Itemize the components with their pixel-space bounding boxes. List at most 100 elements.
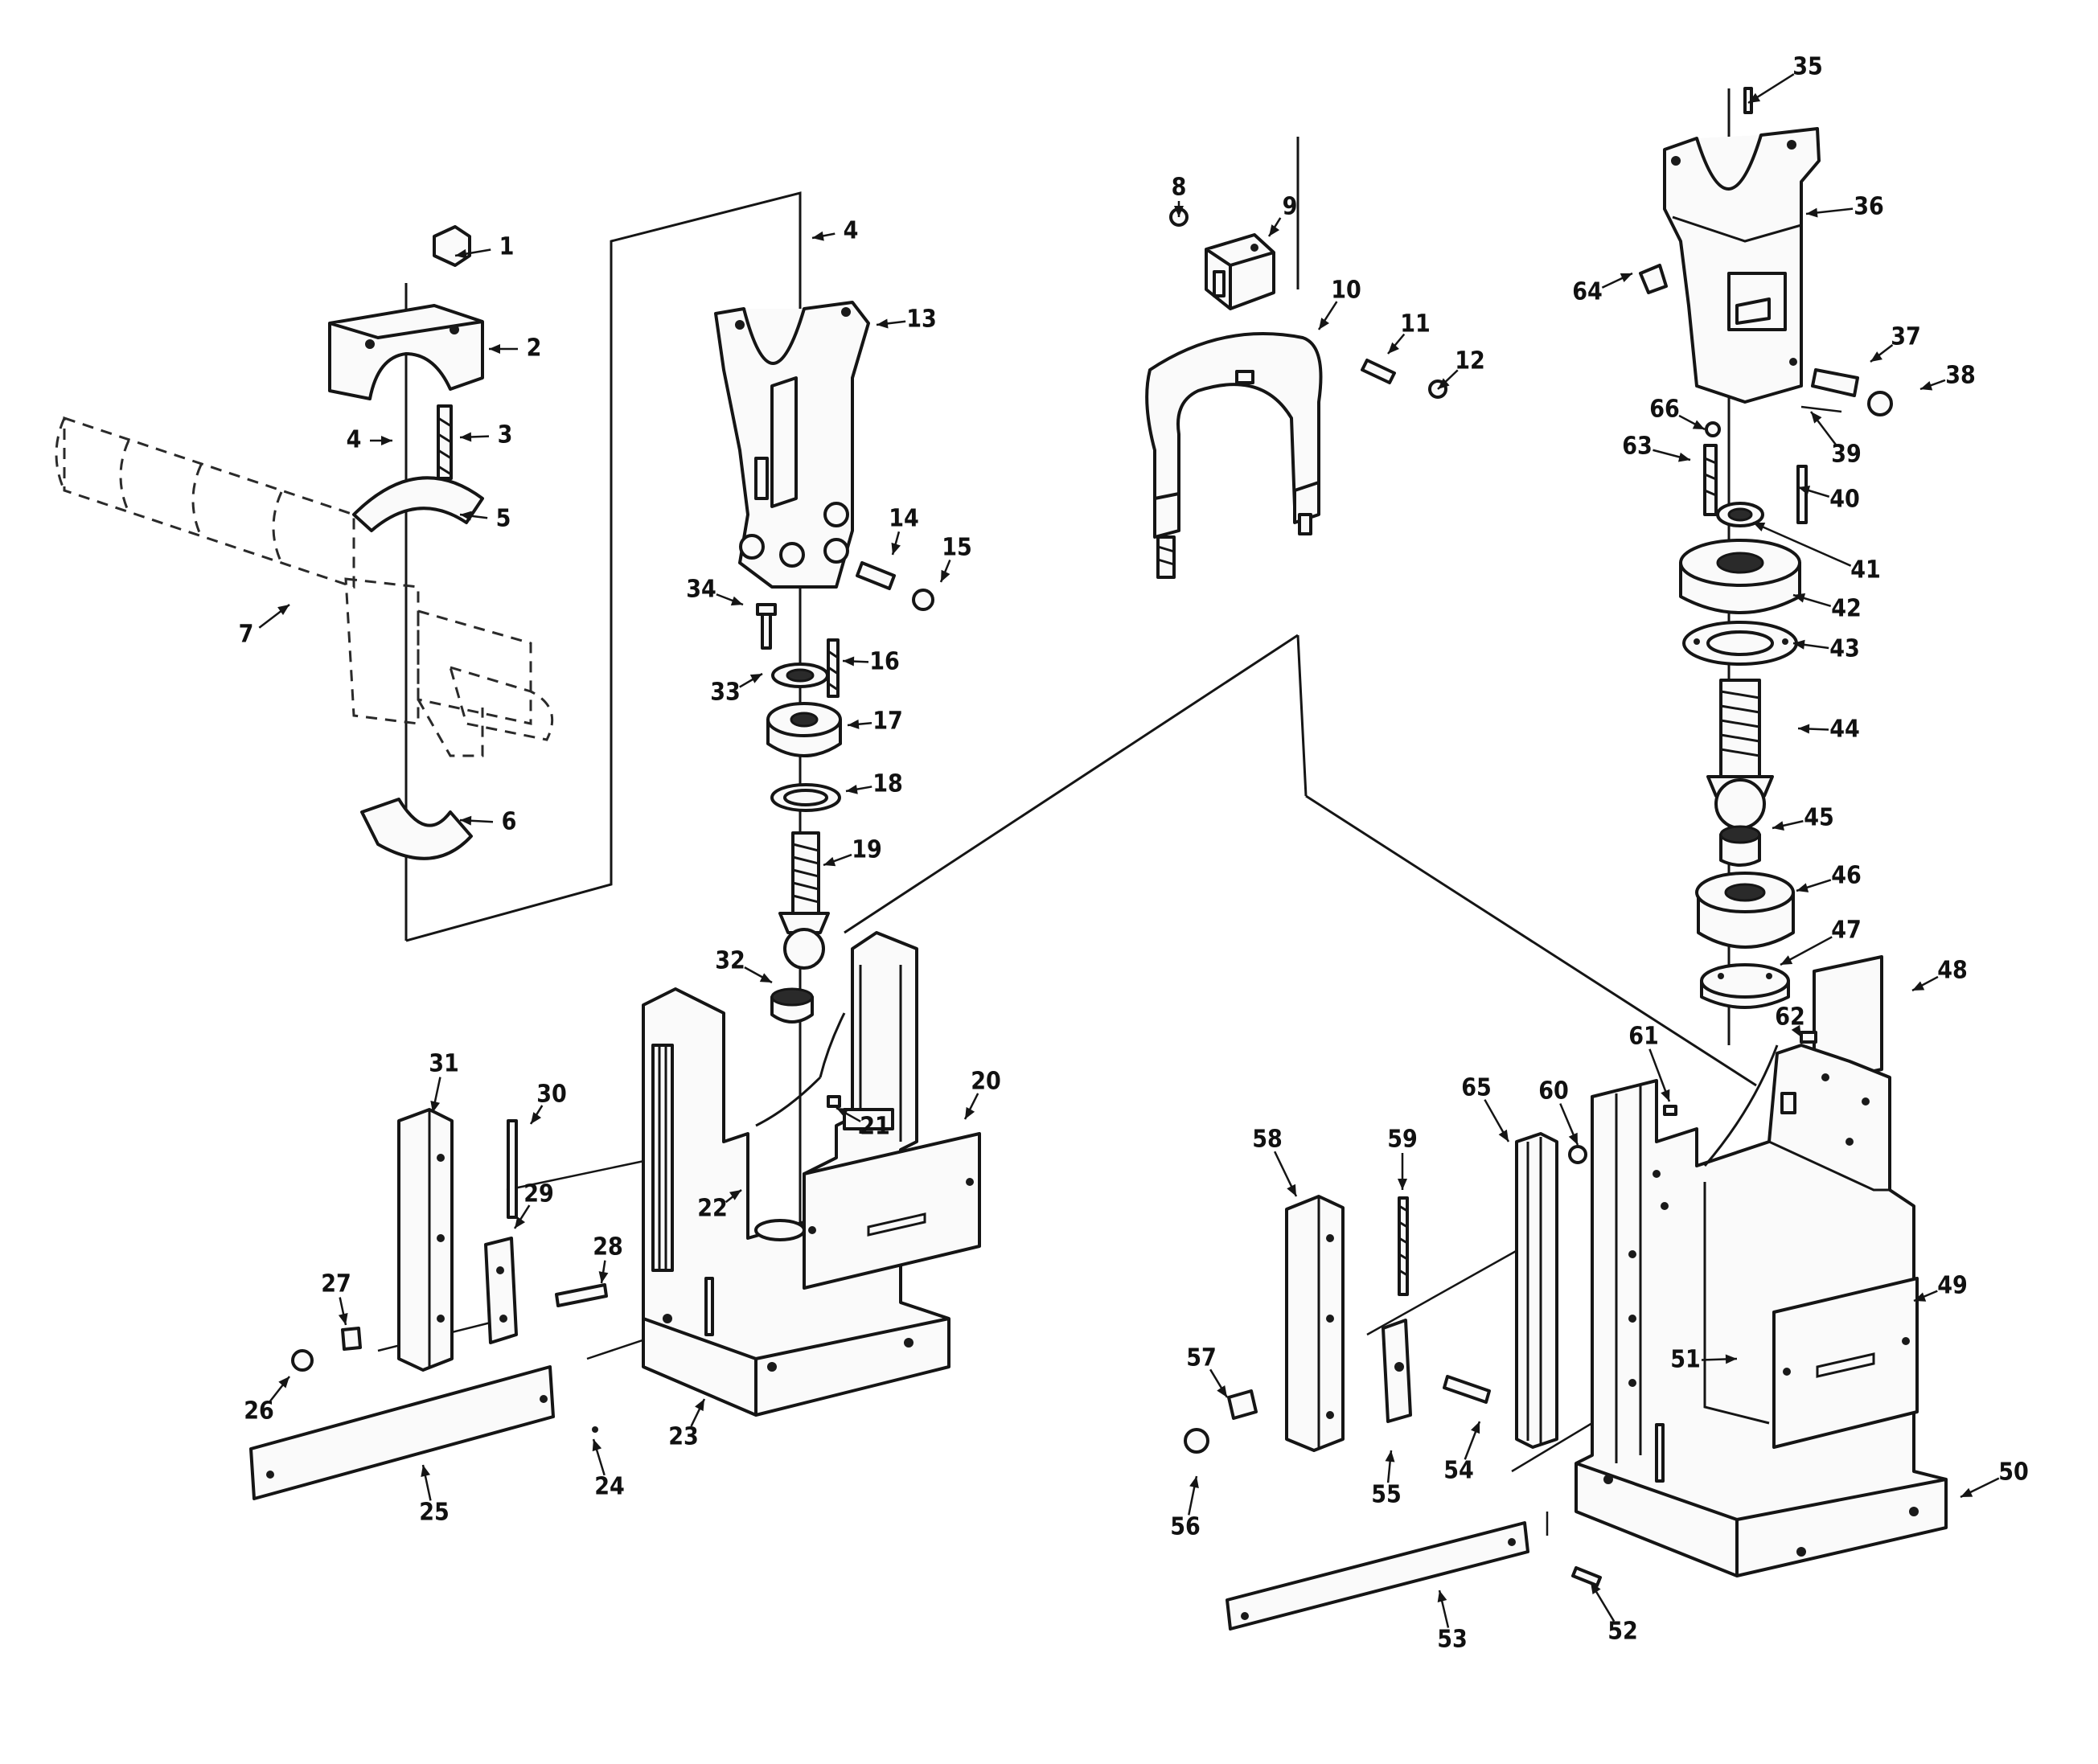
arrowhead-15	[941, 569, 950, 582]
arrowhead-62	[1791, 1024, 1801, 1037]
arrowhead-21	[836, 1108, 849, 1118]
arrowhead-16	[843, 656, 855, 667]
arrowhead-60	[1568, 1132, 1578, 1145]
callout-55: 55	[1371, 1481, 1402, 1509]
arrowhead-43	[1793, 639, 1805, 650]
arrowhead-28	[598, 1271, 609, 1283]
callout-9: 9	[1283, 193, 1298, 221]
arrowhead-51	[1725, 1354, 1737, 1364]
callout-40: 40	[1829, 486, 1860, 514]
callout-19: 19	[852, 836, 882, 864]
arrowhead-59	[1398, 1179, 1407, 1190]
callout-22: 22	[697, 1195, 728, 1223]
callout-7: 7	[239, 621, 254, 649]
callout-11: 11	[1400, 310, 1431, 338]
arrowhead-52	[1591, 1582, 1601, 1595]
plate-48	[1800, 955, 1883, 1085]
callout-64: 64	[1572, 278, 1603, 306]
arrowhead-40	[1798, 485, 1811, 495]
arrowhead-22	[729, 1190, 741, 1200]
piston-assembly-right	[1679, 502, 1801, 1009]
arrowhead-14	[891, 542, 901, 555]
arrowhead-65	[1498, 1129, 1509, 1142]
arrowhead-25	[421, 1465, 431, 1477]
callout-8: 8	[1172, 174, 1187, 202]
arrowhead-45	[1772, 821, 1784, 831]
callout-34: 34	[686, 576, 716, 604]
arrowhead-38	[1920, 381, 1933, 391]
arrowhead-26	[278, 1376, 289, 1389]
arrowhead-57	[1217, 1385, 1227, 1397]
arrowhead-18	[846, 784, 858, 794]
callout-49: 49	[1937, 1272, 1968, 1300]
arrowhead-66	[1692, 420, 1705, 429]
main-bearing-cap	[328, 225, 484, 860]
callout-32: 32	[715, 947, 745, 975]
callout-62: 62	[1775, 1003, 1805, 1032]
callout-39: 39	[1831, 441, 1862, 469]
arrowhead-10	[1319, 318, 1329, 330]
callout-16: 16	[869, 648, 900, 676]
callout-36: 36	[1854, 193, 1884, 221]
callout-30: 30	[536, 1081, 567, 1109]
arrowhead-29	[515, 1216, 526, 1229]
arrowhead-50	[1960, 1487, 1973, 1497]
guide-rail-left	[249, 1108, 608, 1500]
callout-37: 37	[1891, 323, 1921, 351]
callout-42: 42	[1831, 595, 1862, 623]
arrowhead-4a	[381, 436, 392, 445]
arrowhead-20	[965, 1106, 975, 1119]
arrowhead-47	[1780, 955, 1793, 965]
arrowhead-42	[1793, 593, 1806, 603]
callout-51: 51	[1670, 1346, 1701, 1374]
arrowhead-1	[455, 248, 467, 259]
arrowhead-31	[430, 1101, 441, 1113]
bolts-left	[756, 561, 934, 698]
callout-59: 59	[1387, 1126, 1418, 1154]
callout-14: 14	[889, 505, 919, 533]
callout-2: 2	[527, 334, 542, 363]
callout-52: 52	[1607, 1618, 1638, 1646]
arrowhead-55	[1385, 1450, 1395, 1462]
arrowhead-6	[460, 815, 472, 826]
callout-56: 56	[1170, 1513, 1201, 1541]
arrowhead-34	[730, 596, 743, 606]
arrowhead-13	[877, 318, 889, 329]
callout-1: 1	[499, 233, 515, 261]
callout-46: 46	[1831, 862, 1862, 890]
arrowhead-63	[1677, 452, 1690, 462]
arrowhead-35	[1748, 92, 1761, 103]
arrowhead-61	[1661, 1089, 1670, 1101]
callout-63: 63	[1622, 433, 1653, 461]
callout-17: 17	[872, 708, 903, 736]
callout-28: 28	[593, 1233, 623, 1261]
callout-41: 41	[1850, 556, 1881, 585]
cover-plate-right	[1772, 1277, 1919, 1449]
callout-45: 45	[1804, 804, 1834, 832]
callout-26: 26	[244, 1397, 274, 1426]
callout-35: 35	[1792, 53, 1823, 81]
callout-21: 21	[860, 1113, 890, 1141]
callout-25: 25	[419, 1499, 450, 1527]
callout-54: 54	[1443, 1457, 1474, 1485]
callout-38: 38	[1945, 362, 1976, 390]
arrowhead-19	[823, 856, 836, 867]
callout-6: 6	[502, 808, 517, 836]
arrowhead-39	[1811, 412, 1822, 424]
arrowhead-3	[460, 432, 472, 442]
callout-66: 66	[1649, 396, 1680, 424]
leader-41	[1752, 521, 1852, 567]
callout-29: 29	[523, 1180, 554, 1208]
callout-33: 33	[710, 679, 741, 707]
connecting-rod-left	[714, 301, 870, 589]
arrowhead-36	[1806, 207, 1818, 218]
housing-left	[642, 931, 950, 1417]
arrowhead-64	[1620, 273, 1632, 283]
callout-3: 3	[498, 421, 513, 449]
arrowhead-46	[1796, 883, 1809, 892]
callout-43: 43	[1829, 635, 1860, 663]
callout-5: 5	[496, 505, 511, 533]
guide-rail-right	[1184, 1105, 1677, 1631]
callout-4b: 4	[844, 217, 859, 245]
